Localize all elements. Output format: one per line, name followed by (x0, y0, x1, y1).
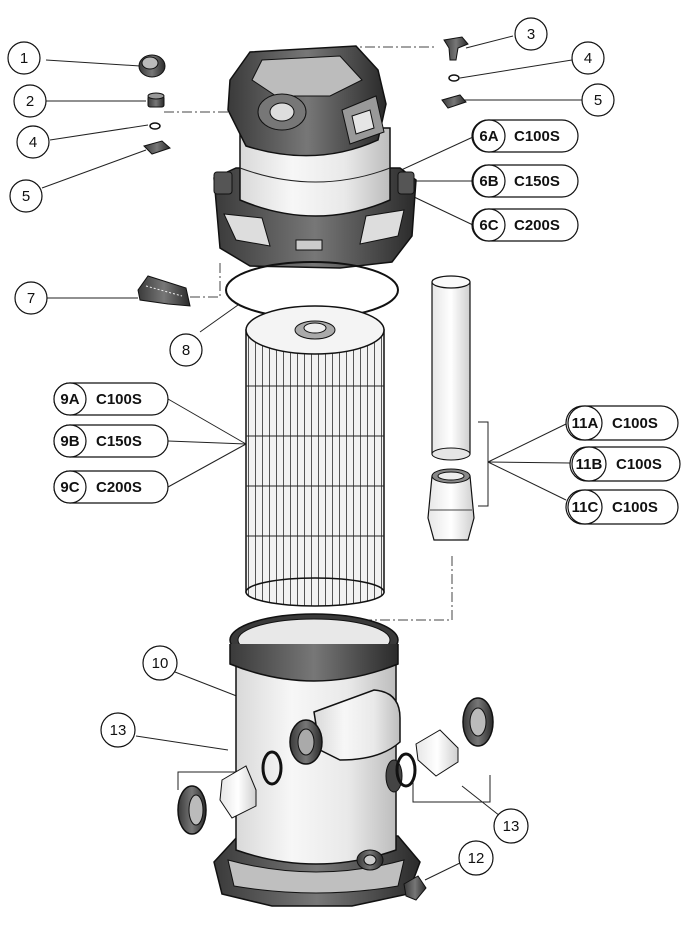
callout-1: 1 (7, 41, 41, 75)
model-label-9b-id: 9B (60, 433, 79, 450)
model-label-11b: 11B C100S (569, 446, 681, 482)
callout-12: 12 (458, 840, 494, 876)
model-label-6c: 6C C200S (471, 208, 579, 242)
part-10-tank-body (213, 613, 421, 907)
model-label-6a-model: C100S (514, 128, 560, 145)
callout-5-left: 5 (9, 179, 43, 213)
model-label-9a-id: 9A (60, 391, 79, 408)
part-11-center-tube (427, 275, 475, 541)
callout-10: 10 (142, 645, 178, 681)
callout-7: 7 (14, 281, 48, 315)
callout-2-label: 2 (26, 93, 34, 110)
model-label-11b-model: C100S (616, 456, 662, 473)
callout-13-right: 13 (493, 808, 529, 844)
callout-5-left-label: 5 (22, 188, 30, 205)
model-label-6c-id: 6C (479, 217, 498, 234)
callout-1-label: 1 (20, 50, 28, 67)
model-label-11c: 11C C100S (565, 489, 679, 525)
model-label-9b: 9B C150S (53, 424, 169, 458)
callout-13-left: 13 (100, 712, 136, 748)
part-5-nut-right (441, 94, 467, 109)
model-label-11a-model: C100S (612, 415, 658, 432)
part-7-clamp-band (137, 275, 191, 307)
callout-5-right-label: 5 (594, 92, 602, 109)
model-label-11b-id: 11B (576, 456, 603, 473)
callout-13-right-label: 13 (503, 818, 520, 835)
model-label-9c: 9C C200S (53, 470, 169, 504)
model-label-6a: 6A C100S (471, 119, 579, 153)
part-6-lid-assembly (213, 45, 417, 269)
model-label-9a-model: C100S (96, 391, 142, 408)
part-12-drain-plug (403, 875, 427, 901)
callout-4-left: 4 (16, 125, 50, 159)
part-2-plug (147, 92, 165, 108)
model-label-11a-id: 11A (572, 415, 599, 432)
callout-12-label: 12 (468, 850, 485, 867)
model-label-11c-model: C100S (612, 499, 658, 516)
callout-7-label: 7 (27, 290, 35, 307)
callout-3: 3 (514, 17, 548, 51)
callout-13-left-label: 13 (110, 722, 127, 739)
model-label-6b-model: C150S (514, 173, 560, 190)
part-4-o-ring-left (149, 122, 161, 130)
callout-2: 2 (13, 84, 47, 118)
model-label-9c-model: C200S (96, 479, 142, 496)
model-label-6a-id: 6A (479, 128, 498, 145)
part-3-valve (443, 36, 469, 61)
model-label-6b-id: 6B (479, 173, 498, 190)
model-label-9c-id: 9C (60, 479, 79, 496)
callout-3-label: 3 (527, 26, 535, 43)
callout-4-left-label: 4 (29, 134, 37, 151)
callout-4-right-label: 4 (584, 50, 592, 67)
part-4-o-ring-right (448, 74, 460, 82)
part-5-nut-left (143, 140, 171, 155)
callout-10-label: 10 (152, 655, 169, 672)
model-label-9a: 9A C100S (53, 382, 169, 416)
model-label-6b: 6B C150S (471, 164, 579, 198)
callout-5-right: 5 (581, 83, 615, 117)
callout-8-label: 8 (182, 342, 190, 359)
callout-4-right: 4 (571, 41, 605, 75)
part-1-cap (138, 54, 166, 78)
model-label-11a: 11A C100S (565, 405, 679, 441)
callout-8: 8 (169, 333, 203, 367)
model-label-9b-model: C150S (96, 433, 142, 450)
part-13-union-left (177, 750, 283, 835)
part-13-union-right (395, 697, 494, 788)
model-label-6c-model: C200S (514, 217, 560, 234)
model-label-11c-id: 11C (572, 499, 599, 516)
part-9-filter-cartridge (245, 305, 385, 607)
